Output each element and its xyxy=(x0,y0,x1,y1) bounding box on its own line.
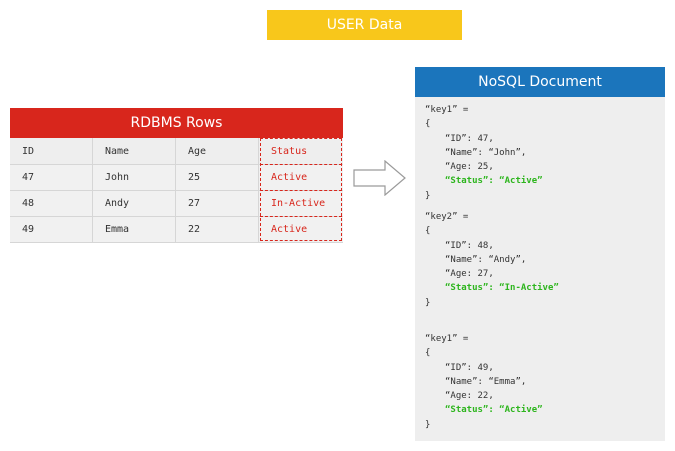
cell-name: Andy xyxy=(93,191,176,216)
cell-id: 47 xyxy=(10,165,93,190)
rdbms-header: RDBMS Rows xyxy=(10,108,343,138)
doc-open-brace: { xyxy=(425,226,431,237)
doc-key: “key1” = xyxy=(425,105,469,115)
nosql-header: NoSQL Document xyxy=(415,67,665,97)
nosql-doc: “key1” = { “ID”: 49, “Name”: “Emma”, “Ag… xyxy=(425,332,543,432)
doc-key: “key2” = xyxy=(425,212,469,222)
doc-field-name: “Name”: “John”, xyxy=(445,147,527,158)
nosql-document-panel: NoSQL Document “key1” = { “ID”: 47, “Nam… xyxy=(415,67,665,441)
table-row: 49 Emma 22 Active xyxy=(10,217,343,243)
doc-open-brace: { xyxy=(425,348,431,359)
column-header-age: Age xyxy=(176,138,259,164)
arrow-right-icon xyxy=(353,160,406,196)
doc-key: “key1” = xyxy=(425,334,469,344)
cell-age: 27 xyxy=(176,191,259,216)
doc-field-age: “Age: 27, xyxy=(445,269,494,280)
cell-age: 25 xyxy=(176,165,259,190)
doc-field-name: “Name”: “Andy”, xyxy=(445,254,527,265)
status-divider xyxy=(260,164,342,165)
doc-field-id: “ID”: 48, xyxy=(445,240,494,251)
rdbms-table-panel: RDBMS Rows ID Name Age Status 47 John 25… xyxy=(10,108,343,243)
rdbms-table: ID Name Age Status 47 John 25 Active 48 … xyxy=(10,138,343,243)
nosql-doc: “key2” = { “ID”: 48, “Name”: “Andy”, “Ag… xyxy=(425,210,559,310)
cell-status: Active xyxy=(271,172,308,183)
page-title: USER Data xyxy=(267,10,462,40)
doc-field-status: “Status”: “In-Active” xyxy=(445,283,559,294)
column-header-id: ID xyxy=(10,138,93,164)
doc-field-name: “Name”: “Emma”, xyxy=(445,376,527,387)
doc-close-brace: } xyxy=(425,419,431,430)
doc-field-id: “ID”: 49, xyxy=(445,362,494,373)
doc-field-age: “Age: 25, xyxy=(445,162,494,173)
doc-field-id: “ID”: 47, xyxy=(445,133,494,144)
cell-age: 22 xyxy=(176,217,259,242)
column-header-status: Status xyxy=(271,145,308,157)
table-header-row: ID Name Age Status xyxy=(10,138,343,165)
doc-field-age: “Age: 22, xyxy=(445,391,494,402)
nosql-doc: “key1” = { “ID”: 47, “Name”: “John”, “Ag… xyxy=(425,103,543,203)
cell-id: 48 xyxy=(10,191,93,216)
cell-id: 49 xyxy=(10,217,93,242)
column-header-name: Name xyxy=(93,138,176,164)
table-row: 48 Andy 27 In-Active xyxy=(10,191,343,217)
table-row: 47 John 25 Active xyxy=(10,165,343,191)
doc-open-brace: { xyxy=(425,119,431,130)
cell-status: In-Active xyxy=(271,198,326,209)
status-divider xyxy=(260,216,342,217)
cell-status: Active xyxy=(271,224,308,235)
cell-name: Emma xyxy=(93,217,176,242)
doc-close-brace: } xyxy=(425,297,431,308)
doc-close-brace: } xyxy=(425,190,431,201)
status-divider xyxy=(260,190,342,191)
doc-field-status: “Status”: “Active” xyxy=(445,405,543,416)
cell-name: John xyxy=(93,165,176,190)
doc-field-status: “Status”: “Active” xyxy=(445,176,543,187)
